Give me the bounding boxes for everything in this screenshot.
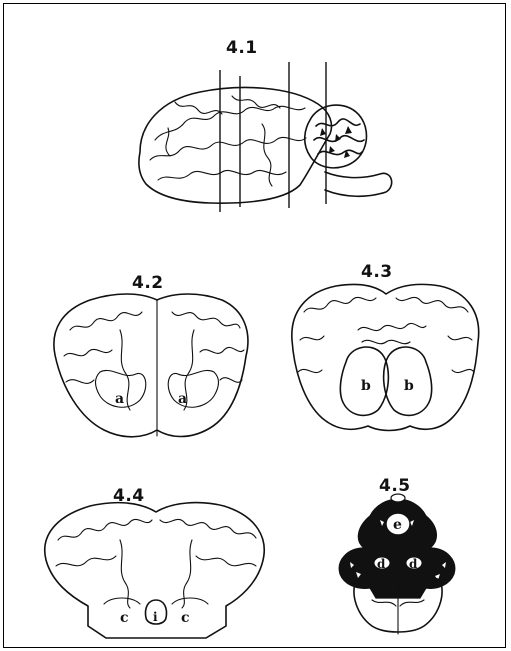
region-label-e: e — [393, 517, 402, 533]
region-label-d-right: d — [409, 557, 418, 571]
region-label-d-left: d — [377, 557, 386, 571]
